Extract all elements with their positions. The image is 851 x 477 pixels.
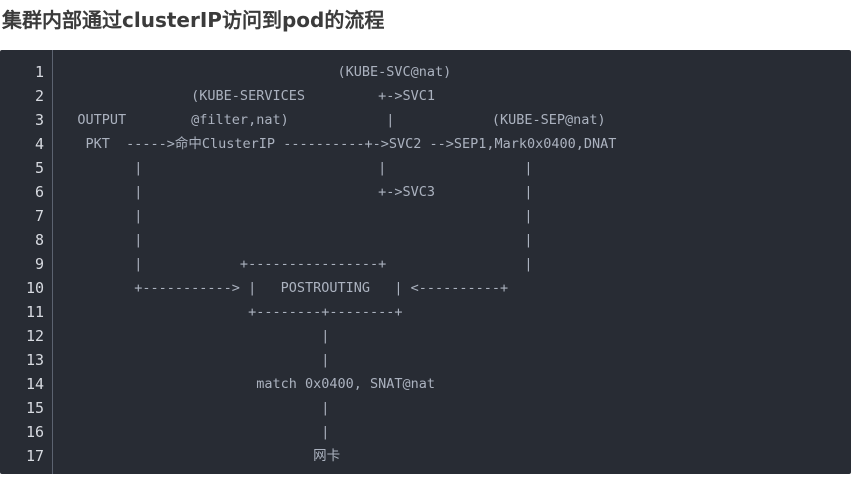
code-line: (KUBE-SVC@nat) (53, 64, 452, 80)
line-number: 4 (34, 135, 44, 153)
line-number: 16 (25, 423, 44, 441)
line-number: 1 (34, 63, 44, 81)
line-number: 7 (34, 207, 44, 225)
line-number: 13 (25, 351, 44, 369)
line-number: 14 (25, 375, 44, 393)
code-line: | | (53, 208, 533, 224)
line-number: 9 (34, 255, 44, 273)
line-number: 15 (25, 399, 44, 417)
code-line: OUTPUT @filter,nat) | (KUBE-SEP@nat) (53, 112, 606, 128)
line-number-gutter: 1 2 3 4 5 6 7 8 9 10 11 12 13 14 15 16 1… (0, 50, 53, 474)
line-number: 5 (34, 159, 44, 177)
code-line: +-----------> | POSTROUTING | <---------… (53, 280, 509, 296)
code-block: 1 2 3 4 5 6 7 8 9 10 11 12 13 14 15 16 1… (0, 50, 851, 474)
code-line: PKT ----->命中ClusterIP ----------+->SVC2 … (53, 136, 617, 152)
code-line: | (53, 352, 330, 368)
line-number: 8 (34, 231, 44, 249)
page-title: 集群内部通过clusterIP访问到pod的流程 (2, 8, 385, 32)
code-line: 网卡 (53, 448, 341, 464)
code-line: | +----------------+ | (53, 256, 533, 272)
code-line: | +->SVC3 | (53, 184, 533, 200)
line-number: 2 (34, 87, 44, 105)
code-line: | (53, 424, 330, 440)
line-number: 17 (25, 447, 44, 465)
code-line: | (53, 400, 330, 416)
code-line: match 0x0400, SNAT@nat (53, 376, 436, 392)
line-number: 12 (25, 327, 44, 345)
line-number: 10 (25, 279, 44, 297)
code-line: +--------+--------+ (53, 304, 403, 320)
code-content: (KUBE-SVC@nat) (KUBE-SERVICES +->SVC1 OU… (53, 50, 851, 474)
line-number: 11 (25, 303, 44, 321)
code-line: (KUBE-SERVICES +->SVC1 (53, 88, 436, 104)
line-number: 6 (34, 183, 44, 201)
code-line: | | (53, 232, 533, 248)
code-line: | | | (53, 160, 533, 176)
code-line: | (53, 328, 330, 344)
line-number: 3 (34, 111, 44, 129)
